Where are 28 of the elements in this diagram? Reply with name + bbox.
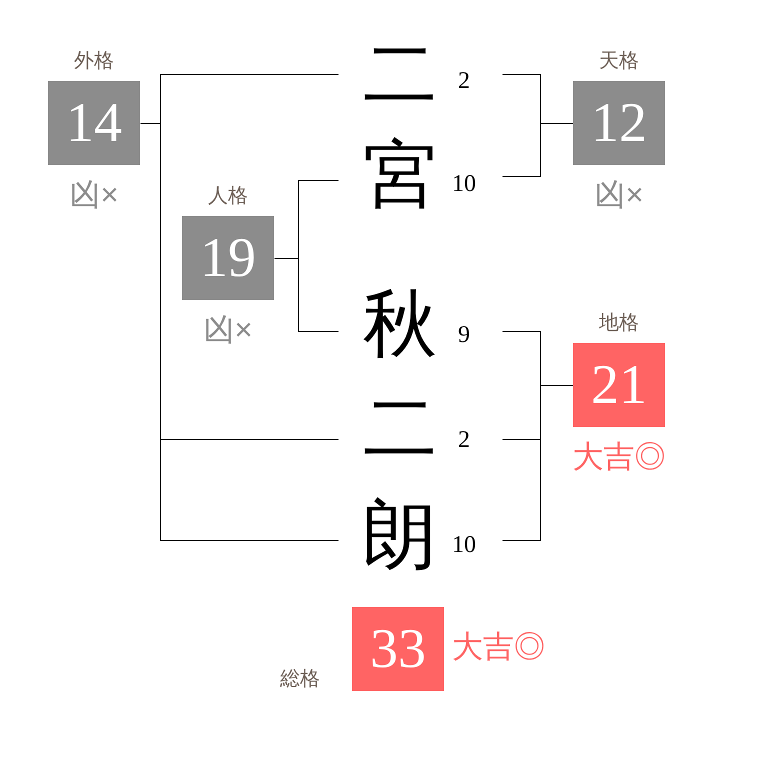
name-kanji: 宮 (362, 138, 438, 214)
connector-line (502, 385, 574, 541)
score-box: 33 (352, 607, 444, 691)
score-box: 19 (182, 216, 274, 300)
stroke-count: 10 (452, 532, 476, 558)
name-kanji: 朗 (362, 498, 438, 574)
name-kanji: 二 (362, 37, 438, 113)
stroke-count: 2 (458, 68, 470, 94)
stroke-count: 9 (458, 322, 470, 348)
score-box: 21 (573, 343, 665, 427)
score-box: 12 (573, 81, 665, 165)
heading-label: 総格 (280, 667, 320, 691)
fortune-label: 凶× (203, 313, 253, 347)
score-box: 14 (48, 81, 140, 165)
fortune-label: 凶× (69, 178, 119, 212)
heading-label: 外格 (74, 49, 114, 73)
fortune-label: 大吉◎ (572, 440, 666, 474)
fortune-label: 大吉◎ (452, 630, 545, 664)
fortune-label: 凶× (594, 178, 644, 212)
connector-line (274, 258, 339, 332)
name-kanji: 二 (362, 391, 438, 467)
connector-line (502, 123, 574, 177)
stroke-count: 2 (458, 427, 470, 453)
heading-label: 天格 (599, 49, 639, 73)
heading-label: 地格 (599, 311, 639, 335)
name-kanji: 秋 (362, 287, 438, 363)
heading-label: 人格 (208, 184, 248, 208)
stroke-count: 10 (452, 171, 476, 197)
